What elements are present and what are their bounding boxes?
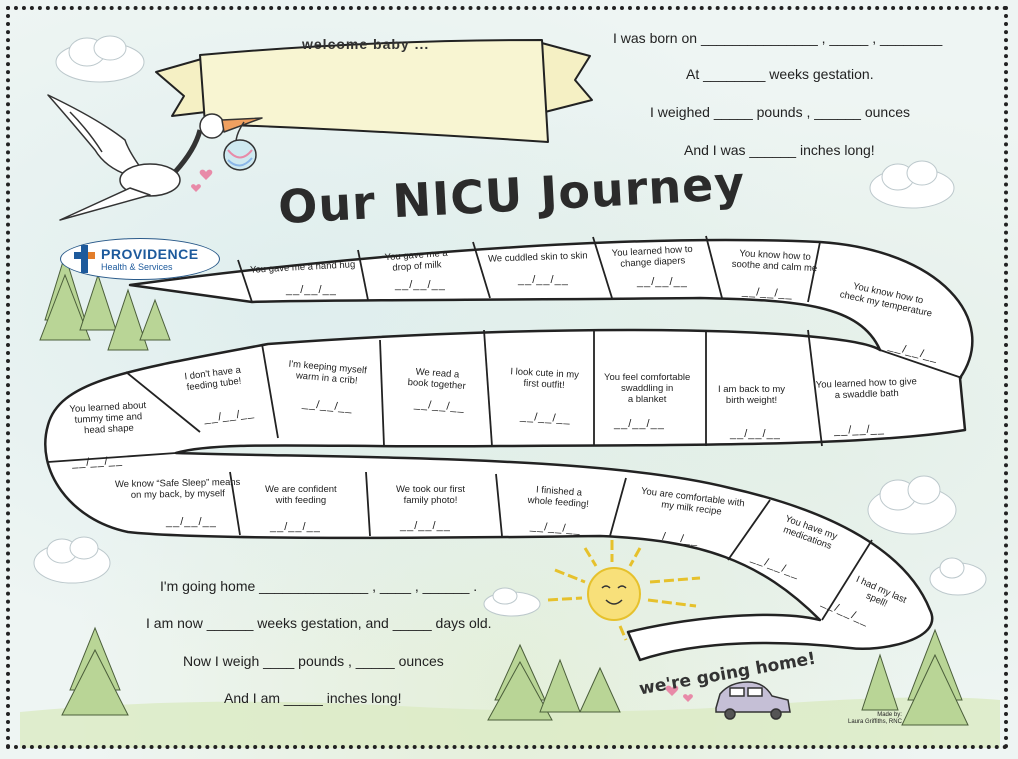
credit-text: Made by:Laura Griffiths, RNC (848, 712, 902, 726)
milestone-date-field[interactable]: __/__/__ (400, 520, 451, 532)
sun-icon (587, 567, 641, 621)
cross-accent-icon (88, 252, 95, 259)
heart-icon (191, 169, 693, 702)
providence-logo: PROVIDENCE Health & Services (60, 238, 220, 280)
cross-icon (81, 245, 88, 273)
birth-length-line[interactable]: And I was ______ inches long! (684, 142, 875, 158)
home-gestation-line[interactable]: I am now ______ weeks gestation, and ___… (146, 615, 492, 631)
milestone-date-field[interactable]: __/__/__ (286, 284, 337, 296)
milestone-date-field[interactable]: __/__/__ (395, 279, 446, 291)
car-icon (715, 681, 791, 720)
milestone-date-field[interactable]: __/__/__ (730, 428, 781, 440)
tree-icon (39, 253, 171, 351)
cloud-icon (55, 35, 145, 83)
milestone-dividers (47, 235, 963, 621)
home-length-line[interactable]: And I am _____ inches long! (224, 690, 402, 706)
tree-icon (61, 626, 129, 716)
milestone-date-field[interactable]: __/__/__ (637, 276, 688, 288)
sun-face-icon (601, 585, 627, 605)
cross-icon (74, 252, 95, 259)
cloud-icon (869, 160, 955, 209)
milestone-date-field[interactable]: __/__/__ (270, 521, 321, 533)
cloud-icon (33, 536, 111, 584)
tree-icon (861, 628, 969, 726)
milestone-date-field[interactable]: __/__/__ (518, 274, 569, 286)
stork-icon (47, 94, 263, 221)
milestone-date-field[interactable]: __/__/__ (833, 423, 886, 437)
cloud-icon (483, 587, 541, 617)
logo-subtitle: Health & Services (101, 262, 173, 272)
birth-gestation-line[interactable]: At ________ weeks gestation. (686, 66, 874, 82)
milestone-date-field[interactable]: __/__/__ (166, 516, 217, 528)
tree-icon (487, 643, 621, 721)
sun-icon (547, 540, 701, 641)
home-date-line[interactable]: I'm going home ______________ , ____ , _… (160, 578, 478, 594)
credit-line: Made by: (877, 712, 902, 718)
home-weight-line[interactable]: Now I weigh ____ pounds , _____ ounces (183, 653, 444, 669)
welcome-text: welcome baby ... (302, 36, 430, 52)
credit-line: Laura Griffiths, RNC (848, 719, 902, 725)
birth-weight-line[interactable]: I weighed _____ pounds , ______ ounces (650, 104, 910, 120)
logo-name: PROVIDENCE (101, 246, 199, 262)
cloud-icon (929, 557, 987, 596)
banner-icon (155, 39, 593, 143)
birth-date-line[interactable]: I was born on _______________ , _____ , … (613, 30, 943, 46)
journey-path (44, 238, 974, 662)
milestone-date-field[interactable]: __/__/__ (614, 418, 665, 430)
cloud-icon (867, 475, 957, 535)
page-border (6, 6, 1008, 749)
